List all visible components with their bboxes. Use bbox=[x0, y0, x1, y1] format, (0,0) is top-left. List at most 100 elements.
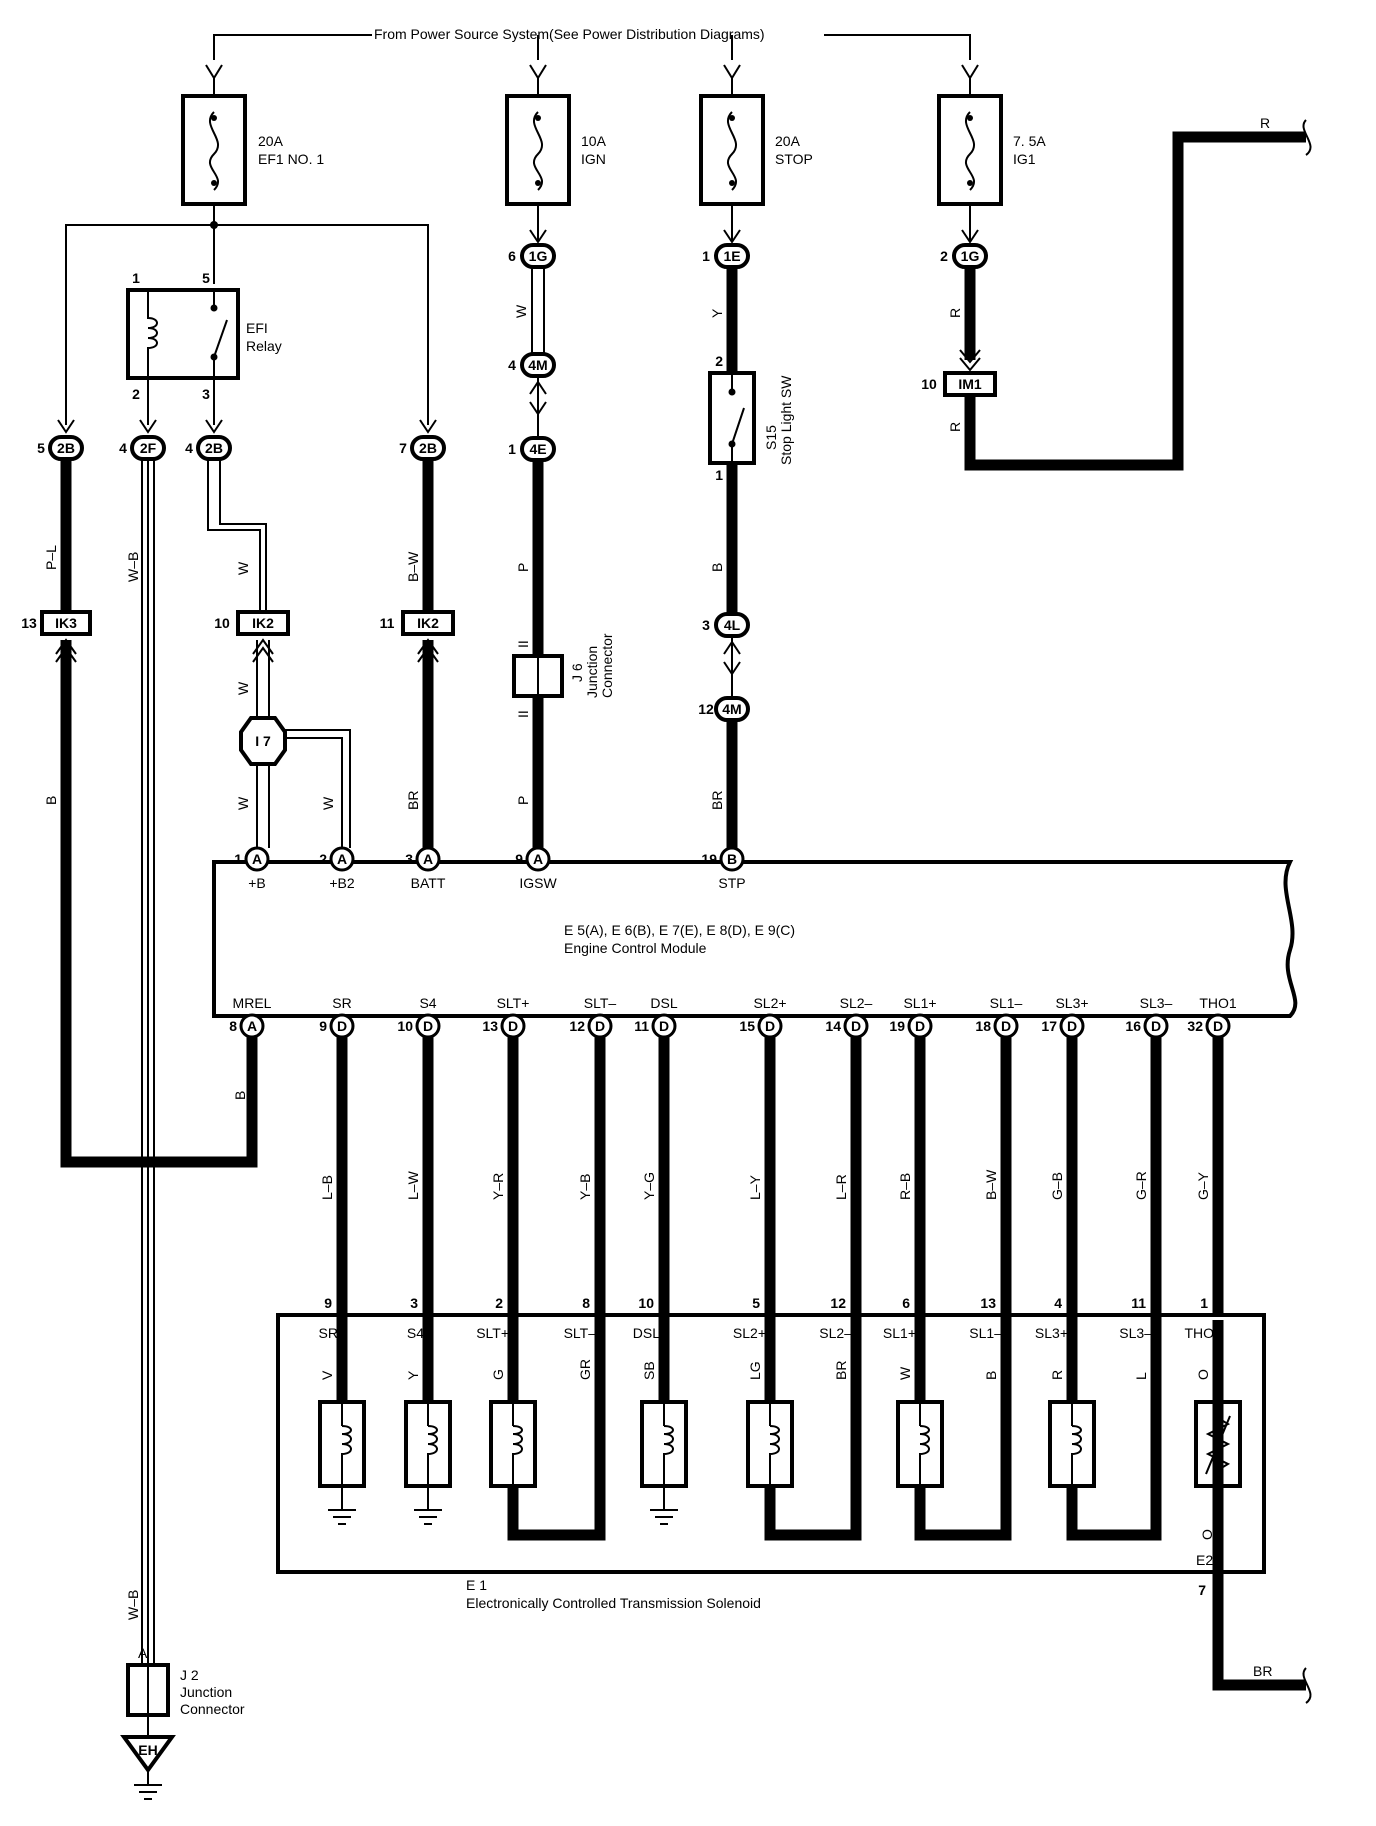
svg-text:10: 10 bbox=[214, 615, 230, 631]
wire-ii1: II bbox=[515, 640, 531, 648]
wire-wb2: W–B bbox=[125, 1590, 141, 1620]
wire-r2: R bbox=[947, 422, 963, 432]
solenoid-pin-num: 13 bbox=[980, 1295, 996, 1311]
coil-winding bbox=[663, 1425, 674, 1462]
solenoid-pin-label: DSL bbox=[633, 1325, 660, 1341]
svg-text:3: 3 bbox=[702, 617, 710, 633]
svg-text:4M: 4M bbox=[722, 701, 741, 717]
stop-sw-id: S15 bbox=[763, 425, 779, 450]
ecm-top-pin-num: 9 bbox=[515, 851, 523, 867]
svg-text:13: 13 bbox=[21, 615, 37, 631]
wire-ii2: II bbox=[515, 710, 531, 718]
fuse-ig1-amp: 7. 5A bbox=[1013, 133, 1046, 149]
ground-symbol bbox=[650, 1486, 678, 1525]
wb-ground-wire: W–B W–B A J 2 Junction Connector EH bbox=[120, 459, 245, 1800]
ecm-bottom-pin-label: SL2– bbox=[840, 995, 873, 1011]
connector-2B-5: 2B 5 bbox=[37, 435, 84, 461]
ecm-bottom-pin-conn: D bbox=[915, 1018, 925, 1034]
ecm-bottom-pin-num: 16 bbox=[1125, 1018, 1141, 1034]
j2-name2: Connector bbox=[180, 1701, 245, 1717]
ecm-bottom-pin-conn: D bbox=[595, 1018, 605, 1034]
ecm-top-pin-conn: B bbox=[727, 851, 737, 867]
svg-text:1E: 1E bbox=[723, 248, 740, 264]
ecm-top-pin-+B bbox=[244, 846, 270, 872]
solenoid-pin-label: SL1+ bbox=[883, 1325, 916, 1341]
solenoid-wire-color: BR bbox=[833, 1361, 849, 1380]
connector-2B-4: 2B 4 bbox=[185, 435, 232, 461]
solenoid-pin-num: 2 bbox=[495, 1295, 503, 1311]
ecm-top-pin-num: 19 bbox=[701, 851, 717, 867]
coil-winding bbox=[1071, 1425, 1082, 1462]
ecm-top-pin-BATT bbox=[415, 846, 441, 872]
ecm-top-pin-label: +B2 bbox=[329, 875, 355, 891]
fuse-ef1-name: EF1 NO. 1 bbox=[258, 151, 324, 167]
connector-2F-4: 2F 4 bbox=[119, 435, 166, 461]
power-source-line: From Power Source System(See Power Distr… bbox=[205, 26, 979, 96]
trans-wire-color: Y–G bbox=[641, 1172, 657, 1200]
ecm-top-pin-num: 3 bbox=[405, 851, 413, 867]
coil-return bbox=[507, 1315, 606, 1541]
ecm-bottom-pin-label: SL1+ bbox=[903, 995, 936, 1011]
fuse-stop-amp: 20A bbox=[775, 133, 801, 149]
ecm-bottom-pin-num: 10 bbox=[397, 1018, 413, 1034]
solenoid-wire-color: W bbox=[897, 1366, 913, 1380]
junction-ik2-11 bbox=[401, 610, 455, 636]
coil-winding bbox=[341, 1425, 352, 1462]
svg-text:7: 7 bbox=[399, 440, 407, 456]
mrel-circuit: P–L IK3 13 B B bbox=[21, 459, 258, 1168]
svg-text:1: 1 bbox=[508, 441, 516, 457]
ecm-bottom-pin-label: SLT– bbox=[584, 995, 617, 1011]
solenoid-pin-label: SLT+ bbox=[476, 1325, 509, 1341]
relay-pin-2: 2 bbox=[132, 386, 140, 402]
ecm-bottom-pin-conn: D bbox=[659, 1018, 669, 1034]
wire-bw: B–W bbox=[405, 551, 421, 582]
ecm-bottom-pin-conn: D bbox=[1001, 1018, 1011, 1034]
ecm-bottom-pin-num: 12 bbox=[569, 1018, 585, 1034]
svg-text:2B: 2B bbox=[57, 440, 75, 456]
ecm-bottom-pin-label: SL2+ bbox=[753, 995, 786, 1011]
ecm-bottom-pin-label: S4 bbox=[419, 995, 436, 1011]
wire-wb: W–B bbox=[125, 552, 141, 582]
trans-wire-color: G–B bbox=[1049, 1172, 1065, 1200]
svg-text:4E: 4E bbox=[529, 441, 546, 457]
trans-wire-color: Y–R bbox=[490, 1173, 506, 1200]
fuse-stop-name: STOP bbox=[775, 151, 813, 167]
svg-text:2: 2 bbox=[940, 248, 948, 264]
solenoid-wire-color: GR bbox=[577, 1359, 593, 1380]
solenoid-pin-label: SL3+ bbox=[1035, 1325, 1068, 1341]
trans-wire-color: L–R bbox=[833, 1174, 849, 1200]
ecm-bottom-pin-num: 14 bbox=[825, 1018, 841, 1034]
solenoid-pin-label: SR bbox=[319, 1325, 338, 1341]
coil-return bbox=[914, 1315, 1012, 1541]
ecm-bottom-pin-label: SR bbox=[332, 995, 351, 1011]
j6-name2: Connector bbox=[599, 633, 615, 698]
svg-text:4: 4 bbox=[119, 440, 127, 456]
ecm-bottom-pin-label: SL3+ bbox=[1055, 995, 1088, 1011]
power-source-label: From Power Source System(See Power Distr… bbox=[374, 26, 765, 42]
svg-text:IK2: IK2 bbox=[252, 615, 274, 631]
svg-text:EH: EH bbox=[138, 1742, 157, 1758]
ecm-bottom-pin-num: 19 bbox=[889, 1018, 905, 1034]
wire-br1: BR bbox=[405, 791, 421, 810]
solenoid-wire-color: V bbox=[319, 1370, 335, 1380]
ign-circuit: 1G 6 W 4M 4 4E 1 P II J 6 Junction Conne… bbox=[508, 204, 615, 848]
ecm-top-pin-num: 2 bbox=[319, 851, 327, 867]
solenoid-wire-color: R bbox=[1049, 1370, 1065, 1380]
solenoid-e2-pin: 7 bbox=[1198, 1582, 1206, 1598]
wire-y: Y bbox=[709, 308, 725, 318]
ecm-bottom-pin-num: 11 bbox=[634, 1018, 649, 1034]
coil-return bbox=[764, 1315, 862, 1541]
svg-text:IM1: IM1 bbox=[958, 376, 982, 392]
ecm-subtitle: Engine Control Module bbox=[564, 940, 707, 956]
junction-ik3 bbox=[40, 610, 92, 636]
ecm-bottom-pin-num: 8 bbox=[229, 1018, 237, 1034]
relay-pin-3: 3 bbox=[202, 386, 210, 402]
ecm-title: E 5(A), E 6(B), E 7(E), E 8(D), E 9(C) bbox=[564, 922, 795, 938]
stop-sw-name: Stop Light SW bbox=[778, 375, 794, 465]
j6-id: J 6 bbox=[569, 663, 585, 682]
fuse-ef1: 20A EF1 NO. 1 bbox=[181, 94, 324, 206]
solenoid-wire-color: O bbox=[1195, 1369, 1211, 1380]
solenoid-wire-color: L bbox=[1133, 1372, 1149, 1380]
svg-text:1: 1 bbox=[715, 467, 723, 483]
